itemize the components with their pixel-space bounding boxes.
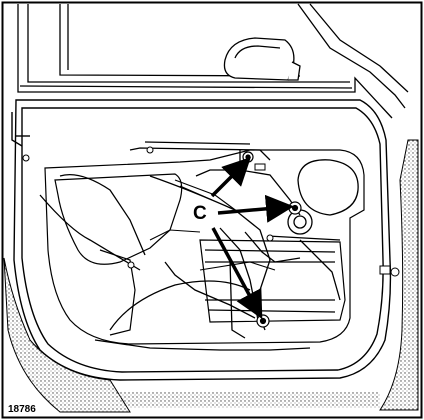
fixing-bolt-upper	[242, 151, 254, 163]
inner-cutout	[44, 149, 365, 345]
window-frame	[17, 3, 409, 119]
callout-label: C	[193, 203, 207, 224]
arrow-to-upper-bolt	[210, 157, 251, 198]
window-regulator	[39, 141, 341, 351]
door-edge-hatching-bottom	[112, 392, 380, 408]
panel-clips	[22, 146, 400, 277]
door-edge-hatching-right	[379, 139, 419, 411]
arrow-to-lower-bolt	[211, 227, 263, 320]
figure-number: 18786	[8, 404, 36, 415]
fixing-bolt-middle	[288, 201, 302, 215]
speaker-opening	[287, 159, 359, 235]
callout-arrows	[210, 157, 294, 320]
fixing-bolt-lower	[256, 314, 270, 328]
door-mirror	[223, 37, 301, 81]
arrow-to-middle-bolt	[217, 194, 294, 223]
door-panel	[11, 99, 392, 381]
